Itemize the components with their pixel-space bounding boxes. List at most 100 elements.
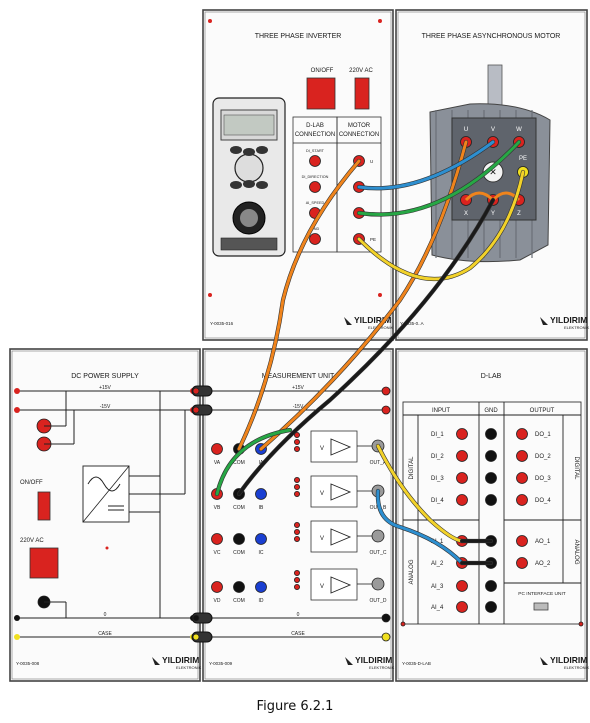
motor-connection-label-1: MOTOR <box>348 123 371 129</box>
dlab-gnd-terminal[interactable] <box>485 450 497 462</box>
dlab-do_4-terminal[interactable] <box>516 494 528 506</box>
dc-supply-panel-inner <box>11 350 199 680</box>
mu-ic-terminal[interactable] <box>255 533 267 545</box>
wire-mu-vb-to-ia-bridge <box>215 428 292 496</box>
mu-vb-label: VB <box>214 505 221 511</box>
dlab-ao_2-terminal[interactable] <box>516 557 528 569</box>
inverter-onoff-label: ON/OFF <box>311 68 334 74</box>
inverter-key[interactable] <box>243 180 255 188</box>
dlab-connection-label-2: CONNECTION <box>295 132 335 138</box>
dlab-do_2-terminal[interactable] <box>516 450 528 462</box>
mu-com-2-terminal[interactable] <box>233 533 245 545</box>
mu-va-label: VA <box>214 460 221 466</box>
mu-range-selector[interactable] <box>293 529 300 536</box>
mu-amplifier-label: V <box>320 584 324 590</box>
mu-out-3-terminal[interactable] <box>371 577 385 591</box>
inverter-nav-ring <box>234 153 264 183</box>
inverter-screw <box>208 293 212 297</box>
dlab-gnd-terminal[interactable] <box>485 580 497 592</box>
mu-plus-label: +15V <box>292 385 304 391</box>
mu-range-selector[interactable] <box>293 522 300 529</box>
mu-va-terminal[interactable] <box>211 443 223 455</box>
wire-inverter-w-to-motor-w <box>357 140 521 216</box>
dlab-analog-right: ANALOG <box>573 539 579 564</box>
mu-rail-terminal[interactable] <box>381 405 391 415</box>
dlab-do_3-terminal[interactable] <box>516 472 528 484</box>
dlab-di_4-terminal[interactable] <box>456 494 468 506</box>
wire-mu-out-b-to-dlab-ai-2 <box>376 489 464 565</box>
inverter-power-label: 220V AC <box>349 68 373 74</box>
inverter-dial-cap <box>240 209 258 227</box>
dlab-pc-interface-port <box>533 602 549 611</box>
mu-range-selector[interactable] <box>293 438 300 445</box>
dlab-di_2-terminal[interactable] <box>456 450 468 462</box>
mu-amplifier-1 <box>310 475 358 508</box>
mu-zero-terminal[interactable] <box>381 613 391 623</box>
mu-range-selector[interactable] <box>293 584 300 591</box>
inverter-di-start-terminal[interactable] <box>309 155 321 167</box>
dlab-di_3-terminal[interactable] <box>456 472 468 484</box>
inverter-key[interactable] <box>256 146 268 154</box>
mu-id-terminal[interactable] <box>255 581 267 593</box>
mu-range-selector[interactable] <box>293 570 300 577</box>
dc-rail-end <box>14 407 20 413</box>
inverter-key[interactable] <box>230 146 242 154</box>
mu-vd-terminal[interactable] <box>211 581 223 593</box>
dlab-gnd-terminal[interactable] <box>485 601 497 613</box>
dlab-di_3-label: DI_3 <box>431 476 444 482</box>
mu-rail-terminal[interactable] <box>381 386 391 396</box>
wire-inverter-v-to-motor-v <box>357 140 495 190</box>
bus-coupler-terminal[interactable] <box>192 387 200 395</box>
dc-case-label: CASE <box>98 631 112 637</box>
mu-com-3-terminal[interactable] <box>233 581 245 593</box>
inverter-key[interactable] <box>256 181 268 189</box>
motor-code: Y-0035-0..A <box>400 321 424 326</box>
dlab-ao_1-terminal[interactable] <box>516 535 528 547</box>
dlab-ai_4-terminal[interactable] <box>456 601 468 613</box>
figure-caption: Figure 6.2.1 <box>256 699 334 714</box>
dlab-gnd-terminal[interactable] <box>485 494 497 506</box>
inverter-screw <box>378 19 382 23</box>
bus-coupler-terminal[interactable] <box>192 614 200 622</box>
mu-out-2-terminal[interactable] <box>371 529 385 543</box>
dlab-ai_3-label: AI_3 <box>431 584 444 590</box>
brand-logo-mark <box>540 657 548 665</box>
dlab-ai_3-terminal[interactable] <box>456 580 468 592</box>
mu-range-selector[interactable] <box>293 536 300 543</box>
inverter-key[interactable] <box>243 148 255 156</box>
mu-range-selector[interactable] <box>293 476 300 483</box>
mu-vc-label: VC <box>214 550 221 556</box>
dlab-do_1-terminal[interactable] <box>516 428 528 440</box>
bus-coupler-terminal[interactable] <box>192 406 200 414</box>
motor-z-label: Z <box>517 211 521 217</box>
inverter-gnd-terminal[interactable] <box>309 233 321 245</box>
mu-range-selector[interactable] <box>293 490 300 497</box>
brand-name: YILDIRIM <box>550 655 587 665</box>
dlab-do_1-label: DO_1 <box>535 432 551 438</box>
inverter-di-direction-terminal[interactable] <box>309 181 321 193</box>
mu-amplifier-0 <box>310 430 358 463</box>
dc-plus-label: +15V <box>99 385 111 391</box>
bus-coupler-terminal[interactable] <box>192 633 200 641</box>
mu-vc-terminal[interactable] <box>211 533 223 545</box>
inverter-onoff-switch[interactable] <box>306 77 336 110</box>
mu-range-selector[interactable] <box>293 445 300 452</box>
mu-range-selector[interactable] <box>293 577 300 584</box>
dlab-screw[interactable] <box>400 621 406 627</box>
dlab-gnd-terminal[interactable] <box>485 472 497 484</box>
mu-range-selector[interactable] <box>293 483 300 490</box>
mu-ib-terminal[interactable] <box>255 488 267 500</box>
dlab-di_2-label: DI_2 <box>431 454 444 460</box>
motor-connection-label-2: CONNECTION <box>339 132 379 138</box>
wire-inverter-pe-to-motor-pe <box>357 170 525 281</box>
inverter-key[interactable] <box>230 181 242 189</box>
mu-case-terminal[interactable] <box>381 632 391 642</box>
dlab-di_1-terminal[interactable] <box>456 428 468 440</box>
mu-range-selector[interactable] <box>293 431 300 438</box>
dlab-screw[interactable] <box>578 621 584 627</box>
mu-zero-label: 0 <box>297 612 300 618</box>
dlab-digital-right: DIGITAL <box>573 457 579 481</box>
dc-onoff-switch[interactable] <box>37 491 51 521</box>
dlab-gnd-terminal[interactable] <box>485 428 497 440</box>
